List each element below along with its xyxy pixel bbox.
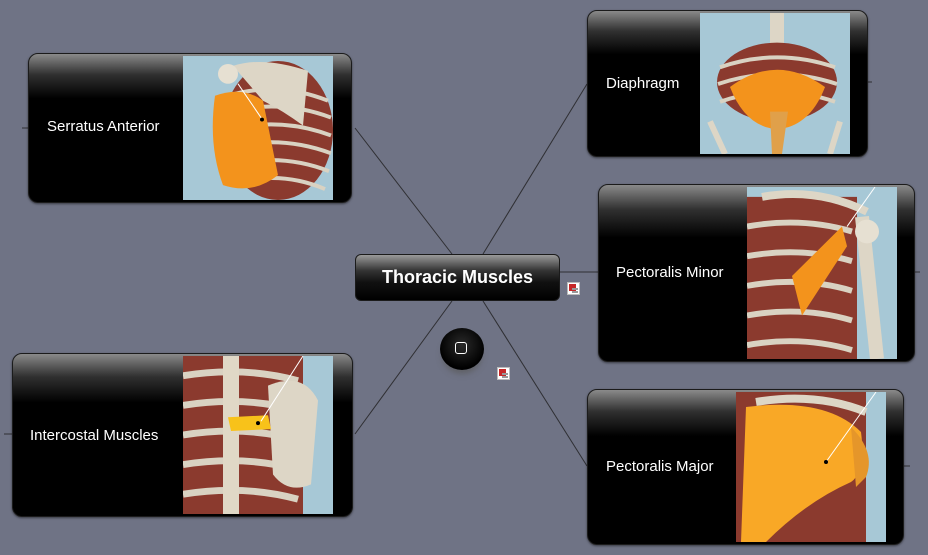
ribcage-diaphragm-illustration [700, 13, 850, 154]
connector-intercostal [354, 300, 453, 435]
topic-label: Serratus Anterior [47, 118, 160, 135]
topic-label: Pectoralis Major [606, 458, 714, 475]
topic-serratus-anterior[interactable]: Serratus Anterior [28, 53, 352, 203]
topic-intercostal-muscles[interactable]: Intercostal Muscles [12, 353, 353, 517]
chest-pectoralis-major-illustration [736, 392, 886, 542]
topic-label: Pectoralis Minor [616, 264, 724, 281]
spine-intercostal-illustration [183, 356, 333, 514]
square-icon [455, 342, 467, 354]
ribcage-serratus-anterior-illustration [183, 56, 333, 200]
central-topic[interactable]: Thoracic Muscles [355, 254, 560, 301]
topic-pectoralis-minor[interactable]: Pectoralis Minor [598, 184, 915, 362]
topic-pectoralis-major[interactable]: Pectoralis Major [587, 389, 904, 545]
central-topic-label: Thoracic Muscles [381, 267, 534, 287]
topic-diaphragm[interactable]: Diaphragm [587, 10, 868, 157]
topic-label: Diaphragm [606, 75, 680, 92]
floating-action-button[interactable] [440, 328, 484, 370]
connector-diaphragm [482, 83, 588, 255]
memo-icon[interactable] [567, 282, 580, 295]
ribcage-pectoralis-minor-illustration [747, 187, 897, 359]
connector-pec-major [482, 300, 588, 467]
topic-label: Intercostal Muscles [30, 427, 159, 444]
connector-serratus [354, 127, 453, 255]
memo-icon[interactable] [497, 367, 510, 380]
